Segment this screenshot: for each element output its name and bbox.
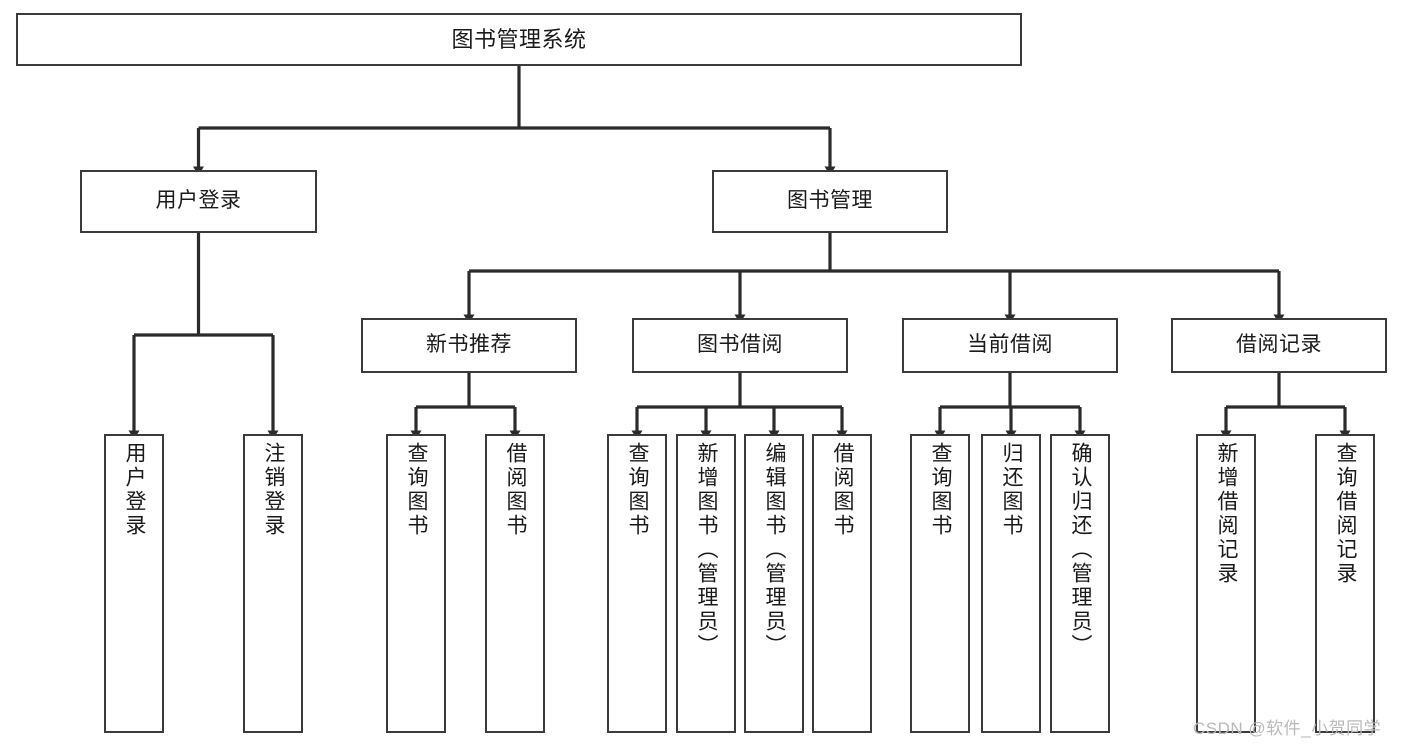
- node-borrow-record[interactable]: 借阅记录: [1171, 318, 1387, 373]
- node-label: 借阅图书: [504, 442, 528, 538]
- node-current-borrow[interactable]: 当前借阅: [902, 318, 1118, 373]
- node-leaf-user-login[interactable]: 用户登录: [104, 434, 164, 733]
- node-leaf-borrow-query-book[interactable]: 查询图书: [607, 434, 667, 733]
- node-label: 用户登录: [155, 189, 242, 213]
- node-label: 图书管理系统: [451, 26, 587, 52]
- node-label: 查询借阅记录: [1334, 442, 1358, 586]
- node-label: 新增借阅记录: [1215, 442, 1239, 586]
- node-label: 查询图书: [929, 442, 953, 538]
- node-label: 借阅图书: [831, 442, 855, 538]
- node-label: 查询图书: [626, 442, 650, 538]
- node-label: 注销登录: [262, 442, 286, 538]
- node-new-book-rec[interactable]: 新书推荐: [361, 318, 577, 373]
- node-label: 查询图书: [405, 442, 429, 538]
- csdn-watermark: CSDN @软件_小贺同学: [1193, 719, 1382, 738]
- node-leaf-user-logout[interactable]: 注销登录: [243, 434, 303, 733]
- node-leaf-rec-add-record[interactable]: 新增借阅记录: [1196, 434, 1256, 733]
- node-leaf-cur-return-book[interactable]: 归还图书: [981, 434, 1041, 733]
- node-leaf-rec-query-record[interactable]: 查询借阅记录: [1315, 434, 1375, 733]
- node-book-borrow[interactable]: 图书借阅: [632, 318, 848, 373]
- node-root[interactable]: 图书管理系统: [16, 13, 1022, 66]
- node-label: 确认归还（管理员）: [1069, 442, 1093, 658]
- node-leaf-borrow-borrow-book[interactable]: 借阅图书: [812, 434, 872, 733]
- node-label: 图书管理: [787, 189, 873, 213]
- node-label: 用户登录: [123, 442, 147, 538]
- node-leaf-cur-query-book[interactable]: 查询图书: [910, 434, 970, 733]
- node-label: 新书推荐: [426, 333, 512, 357]
- node-label: 新增图书（管理员）: [695, 442, 719, 658]
- node-label: 图书借阅: [697, 333, 783, 357]
- node-user-login[interactable]: 用户登录: [80, 170, 317, 233]
- node-leaf-cur-confirm-return[interactable]: 确认归还（管理员）: [1050, 434, 1110, 733]
- node-label: 编辑图书（管理员）: [763, 442, 787, 658]
- node-book-manage[interactable]: 图书管理: [712, 170, 948, 233]
- node-leaf-borrow-edit-book[interactable]: 编辑图书（管理员）: [744, 434, 804, 733]
- node-label: 归还图书: [1000, 442, 1024, 538]
- node-label: 当前借阅: [967, 333, 1053, 357]
- node-leaf-rec-query-book[interactable]: 查询图书: [386, 434, 446, 733]
- node-leaf-rec-borrow-book[interactable]: 借阅图书: [485, 434, 545, 733]
- node-leaf-borrow-add-book[interactable]: 新增图书（管理员）: [676, 434, 736, 733]
- node-label: 借阅记录: [1236, 333, 1322, 357]
